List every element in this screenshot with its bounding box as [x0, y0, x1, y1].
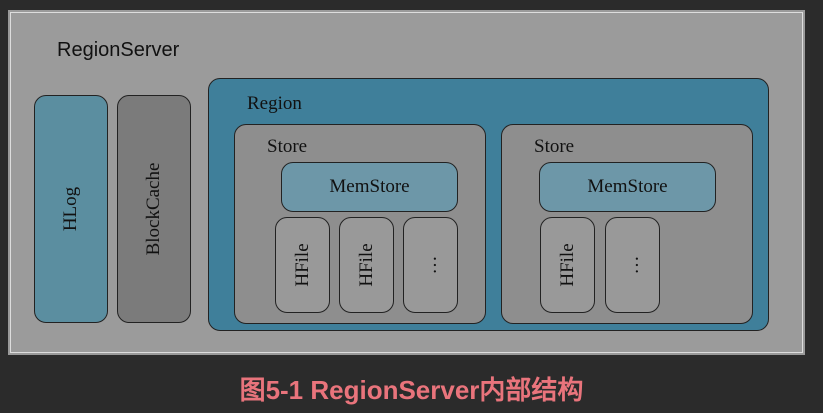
ellipsis-label-2: …: [621, 255, 643, 275]
store-label-2: Store: [534, 136, 575, 157]
ellipsis-box-2: …: [605, 217, 660, 313]
memstore-box-2: MemStore: [539, 162, 716, 212]
hfile-label-1-1: HFile: [291, 243, 313, 287]
figure-caption: 图5-1 RegionServer内部结构: [239, 375, 584, 405]
region-box: Region Store MemStore HFile HFile … Stor…: [208, 78, 769, 331]
ellipsis-label-1: …: [419, 255, 441, 275]
hfile-box-2-1: HFile: [540, 217, 595, 313]
hlog-box: HLog: [34, 95, 108, 323]
store-label-1: Store: [267, 136, 308, 157]
region-server-panel: RegionServer HLog BlockCache Region Stor…: [10, 12, 803, 353]
hfile-label-1-2: HFile: [355, 243, 377, 287]
memstore-box-1: MemStore: [281, 162, 458, 212]
store-box-2: Store MemStore HFile …: [501, 124, 753, 324]
hfile-box-1-1: HFile: [275, 217, 330, 313]
hlog-label: HLog: [60, 186, 81, 232]
memstore-label-2: MemStore: [587, 176, 668, 197]
hfile-label-2-1: HFile: [556, 243, 578, 287]
region-server-label: RegionServer: [57, 39, 180, 61]
region-server-frame: RegionServer HLog BlockCache Region Stor…: [8, 10, 805, 355]
blockcache-box: BlockCache: [117, 95, 191, 323]
store-box-1: Store MemStore HFile HFile …: [234, 124, 486, 324]
region-label: Region: [247, 93, 302, 114]
hfile-box-1-2: HFile: [339, 217, 394, 313]
ellipsis-box-1: …: [403, 217, 458, 313]
memstore-label-1: MemStore: [329, 176, 410, 197]
blockcache-label: BlockCache: [143, 162, 164, 256]
